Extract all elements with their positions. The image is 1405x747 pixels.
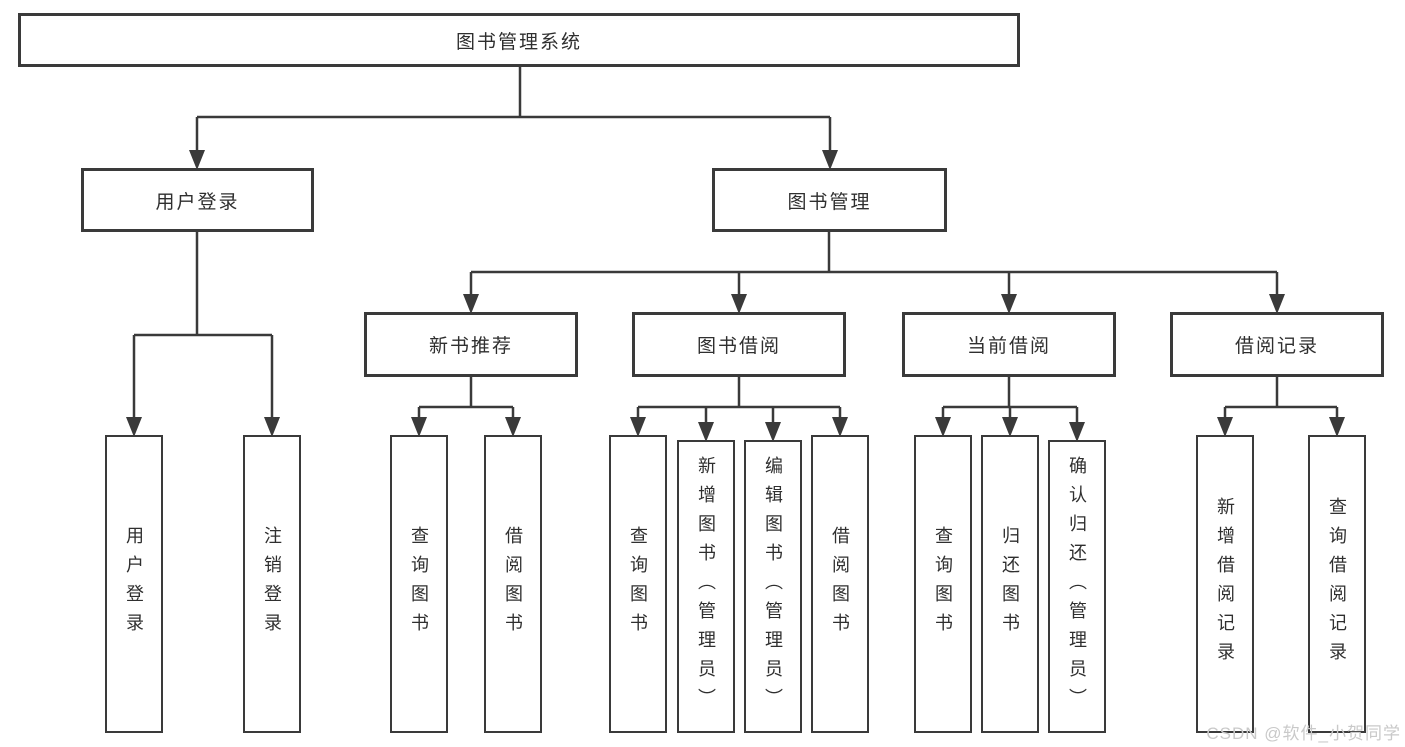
leaf-user-login: 用户登录	[105, 435, 163, 733]
arrowhead	[1069, 422, 1085, 442]
arrowhead	[765, 422, 781, 442]
leaf-borrow-books: 借阅图书	[811, 435, 869, 733]
arrowhead	[189, 150, 205, 170]
node-current-borrowing: 当前借阅	[902, 312, 1116, 377]
leaf-query-books-borrow: 查询图书	[609, 435, 667, 733]
node-borrowing-records: 借阅记录	[1170, 312, 1384, 377]
node-book-borrowing: 图书借阅	[632, 312, 846, 377]
arrowhead	[1329, 417, 1345, 437]
leaf-add-book-admin: 新增图书（管理员）	[677, 440, 735, 733]
leaf-edit-book-admin: 编辑图书（管理员）	[744, 440, 802, 733]
arrowhead	[1001, 294, 1017, 314]
arrowhead	[411, 417, 427, 437]
arrowhead	[463, 294, 479, 314]
leaf-add-borrow-record: 新增借阅记录	[1196, 435, 1254, 733]
arrowhead	[822, 150, 838, 170]
leaf-confirm-return-admin: 确认归还（管理员）	[1048, 440, 1106, 733]
arrowhead	[505, 417, 521, 437]
arrowhead	[698, 422, 714, 442]
csdn-watermark: CSDN @软件_小贺同学	[1206, 724, 1401, 743]
arrowhead	[630, 417, 646, 437]
leaf-return-book: 归还图书	[981, 435, 1039, 733]
node-user-login: 用户登录	[81, 168, 314, 232]
node-library-management-system: 图书管理系统	[18, 13, 1020, 67]
arrowhead	[1269, 294, 1285, 314]
leaf-borrow-books-recommend: 借阅图书	[484, 435, 542, 733]
arrowhead	[832, 417, 848, 437]
arrowhead	[126, 417, 142, 437]
arrowhead	[935, 417, 951, 437]
leaf-query-books-current: 查询图书	[914, 435, 972, 733]
arrowhead	[1217, 417, 1233, 437]
leaf-query-books-recommend: 查询图书	[390, 435, 448, 733]
arrowhead	[1002, 417, 1018, 437]
node-new-book-recommendation: 新书推荐	[364, 312, 578, 377]
leaf-logout: 注销登录	[243, 435, 301, 733]
node-book-management: 图书管理	[712, 168, 947, 232]
leaf-query-borrow-record: 查询借阅记录	[1308, 435, 1366, 733]
arrowhead	[731, 294, 747, 314]
arrowhead	[264, 417, 280, 437]
